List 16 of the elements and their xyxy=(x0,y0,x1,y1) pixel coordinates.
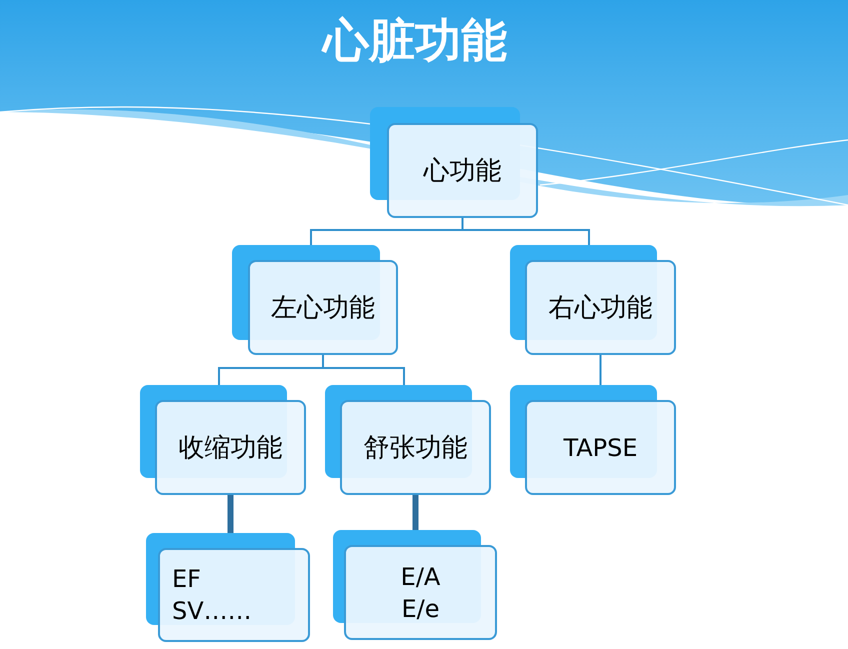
node-text: SV…… xyxy=(172,599,252,623)
node-text: 收缩功能 xyxy=(178,434,282,460)
title: 心脏功能 xyxy=(320,12,508,69)
node-text: EF xyxy=(172,567,201,591)
node-text: 左心功能 xyxy=(271,294,375,320)
node-text: 舒张功能 xyxy=(364,434,468,460)
connector-line xyxy=(462,218,590,245)
node-text: E/e xyxy=(401,596,440,620)
connector-line xyxy=(228,495,234,533)
connector-line xyxy=(412,495,418,530)
connector-line xyxy=(600,355,602,385)
node-text: 右心功能 xyxy=(548,294,652,320)
node-text: TAPSE xyxy=(563,436,638,460)
connector-line xyxy=(322,355,405,385)
node-text: E/A xyxy=(400,564,440,588)
node-text: 心功能 xyxy=(424,158,502,184)
